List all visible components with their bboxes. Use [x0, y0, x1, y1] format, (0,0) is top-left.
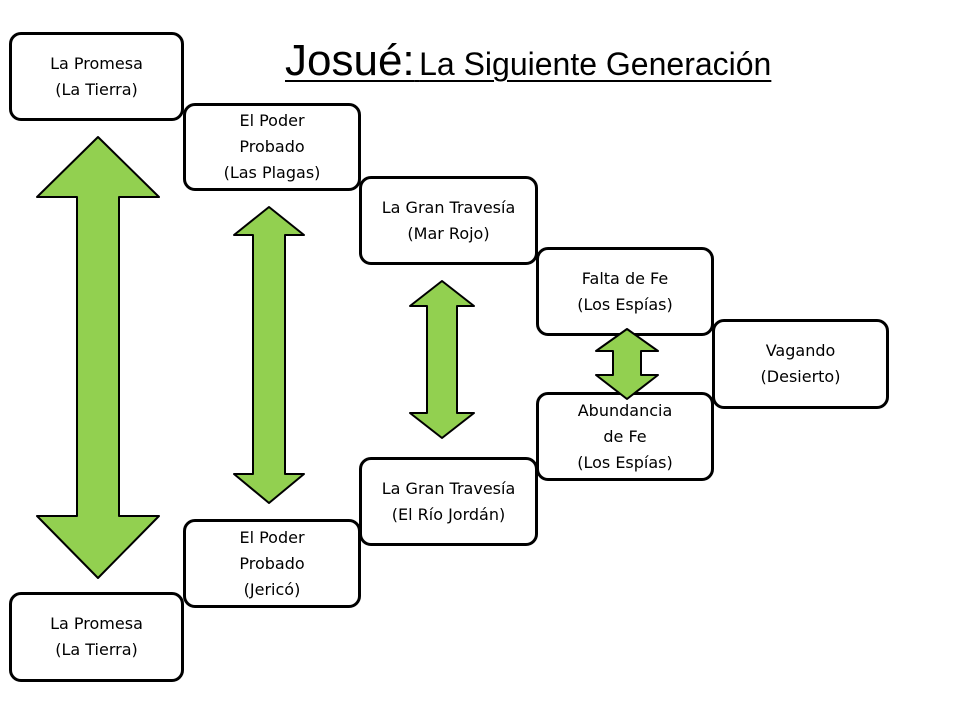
diagram-title: Josué: La Siguiente Generación: [285, 36, 771, 96]
box-line: (Jericó): [243, 579, 301, 599]
box-promesa-bottom: La Promesa (La Tierra): [9, 592, 184, 682]
box-promesa-top: La Promesa (La Tierra): [9, 32, 184, 121]
box-line: El Poder: [239, 111, 305, 130]
double-arrow-poder: [233, 206, 305, 504]
box-line: (Desierto): [760, 367, 841, 386]
box-line: (Los Espías): [577, 452, 673, 472]
box-line: Probado: [239, 137, 305, 156]
box-line: (Los Espías): [577, 294, 673, 314]
box-line: El Poder: [239, 527, 305, 547]
box-abundancia-fe: Abundancia de Fe (Los Espías): [536, 392, 714, 481]
box-travesia-mar: La Gran Travesía (Mar Rojo): [359, 176, 538, 265]
title-main: Josué:: [285, 36, 415, 85]
box-line: La Gran Travesía: [381, 197, 516, 217]
double-arrow-fe: [595, 328, 659, 400]
box-vagando: Vagando (Desierto): [712, 319, 889, 409]
box-poder-plagas: El Poder Probado (Las Plagas): [183, 103, 361, 191]
box-falta-fe: Falta de Fe (Los Espías): [536, 247, 714, 336]
box-line: (La Tierra): [55, 79, 138, 99]
box-line: (Mar Rojo): [407, 223, 490, 243]
box-line: La Promesa: [50, 53, 143, 73]
box-line: Abundancia: [577, 400, 673, 420]
double-arrow-travesia: [409, 280, 475, 439]
box-line: (La Tierra): [55, 640, 138, 659]
box-travesia-jordan: La Gran Travesía (El Río Jordán): [359, 457, 538, 546]
box-line: La Promesa: [50, 614, 143, 633]
title-sub: La Siguiente Generación: [419, 46, 772, 82]
box-line: (Las Plagas): [223, 163, 321, 182]
double-arrow-promesa: [36, 136, 160, 579]
box-line: Falta de Fe: [581, 268, 669, 288]
box-line: La Gran Travesía: [381, 478, 516, 498]
box-line: de Fe: [603, 426, 647, 446]
box-poder-jerico: El Poder Probado (Jericó): [183, 519, 361, 608]
box-line: Vagando: [765, 341, 836, 360]
box-line: (El Río Jordán): [391, 504, 506, 524]
box-line: Probado: [239, 553, 305, 573]
